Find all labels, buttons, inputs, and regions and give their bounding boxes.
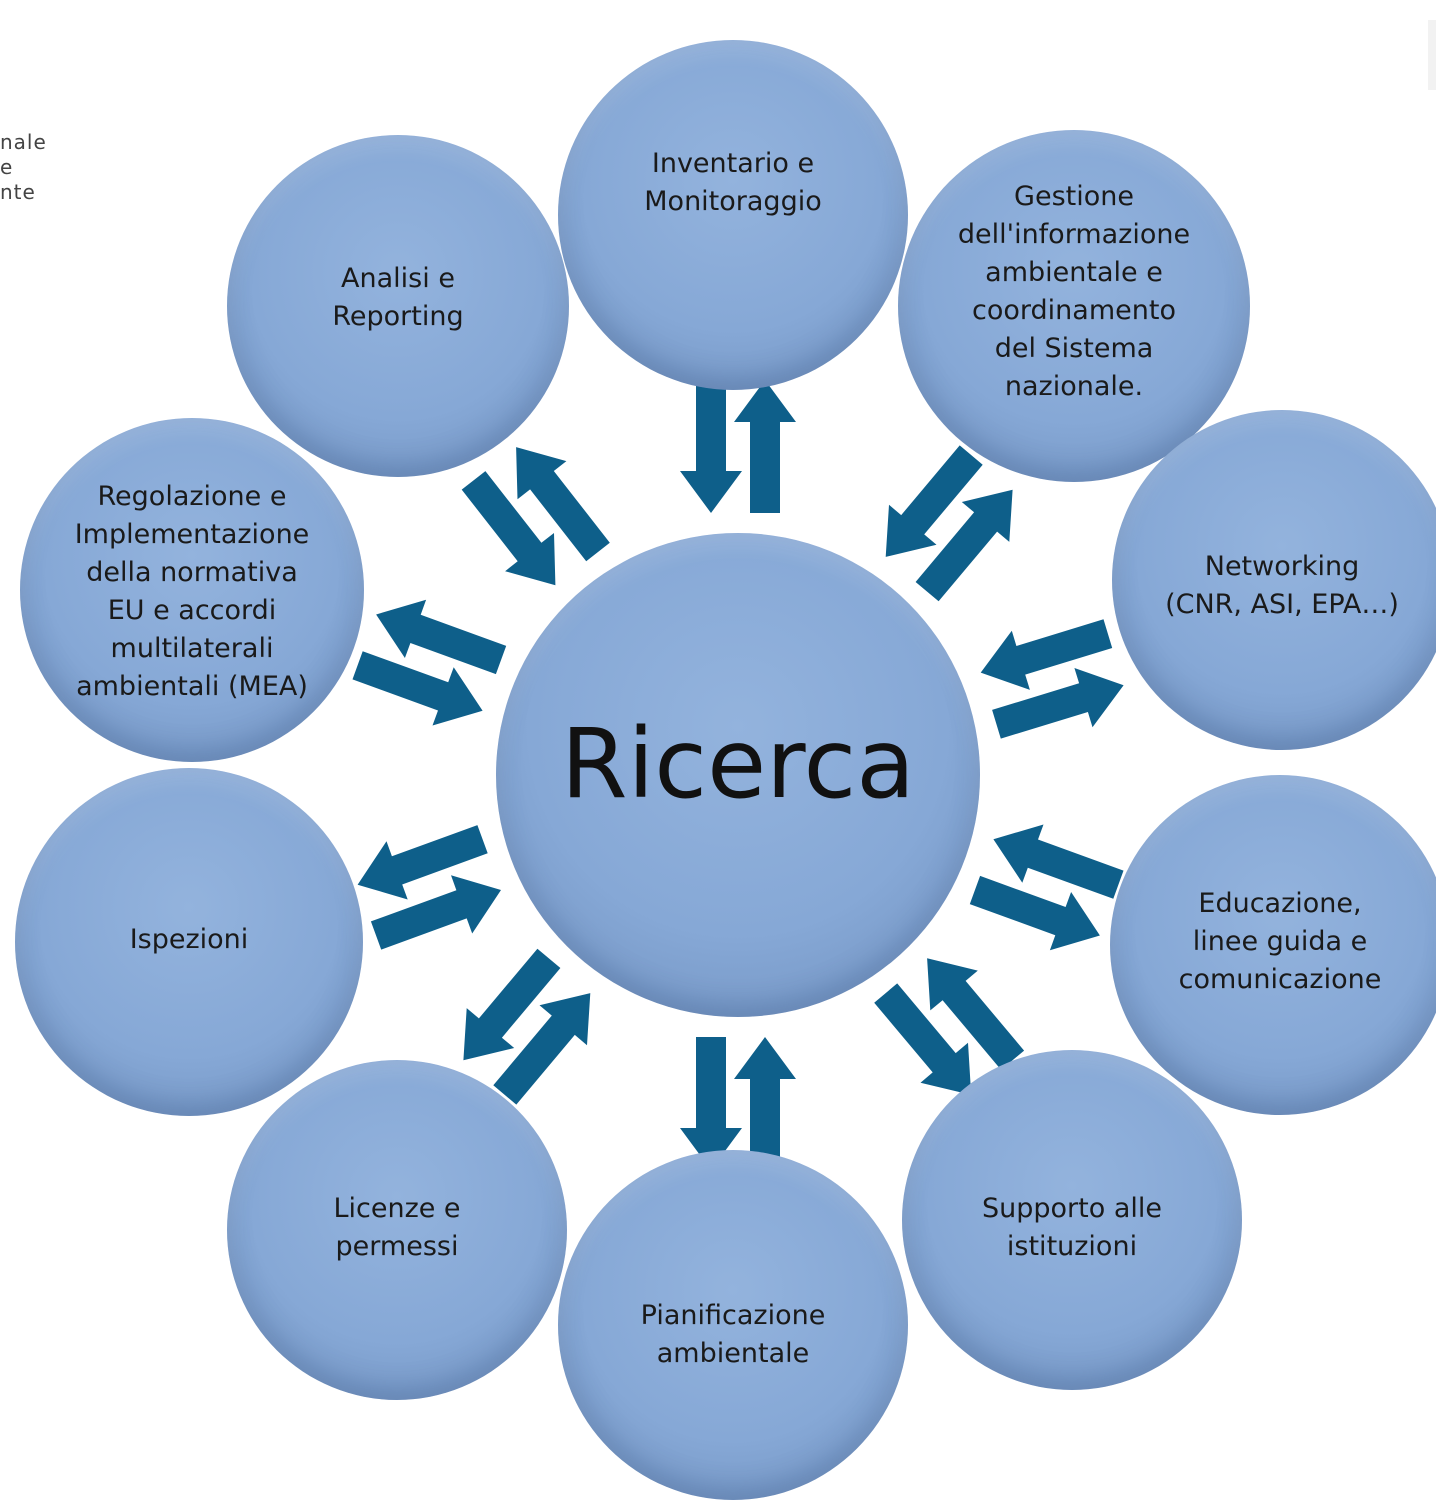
arrow-from-ispezioni bbox=[370, 875, 501, 950]
node-educazione bbox=[1110, 775, 1436, 1115]
node-licenze bbox=[227, 1060, 567, 1400]
node-label-networking: Networking (CNR, ASI, EPA…) bbox=[1165, 551, 1399, 620]
node-gestione bbox=[898, 130, 1250, 482]
arrow-to-inventario bbox=[734, 380, 796, 513]
node-label-licenze: Licenze e permessi bbox=[333, 1193, 461, 1262]
logo-text-line-3: nte bbox=[0, 180, 36, 204]
node-label-analisi: Analisi e Reporting bbox=[332, 263, 464, 332]
node-label-inventario: Inventario e Monitoraggio bbox=[644, 148, 822, 217]
node-regolazione bbox=[20, 418, 364, 762]
node-ispezioni bbox=[15, 768, 363, 1116]
arrow-to-licenze bbox=[463, 948, 561, 1061]
arrow-from-gestione bbox=[885, 445, 983, 557]
arrow-from-networking bbox=[980, 619, 1113, 690]
node-label-educazione: Educazione, linee guida e comunicazione bbox=[1178, 888, 1382, 995]
node-label-supporto: Supporto alle istituzioni bbox=[982, 1193, 1162, 1262]
node-label-ispezioni: Ispezioni bbox=[129, 924, 249, 955]
arrow-to-networking bbox=[992, 668, 1124, 739]
arrow-to-supporto bbox=[874, 983, 972, 1095]
arrow-from-pianificazione bbox=[734, 1037, 796, 1170]
logo-text-line-2: e bbox=[0, 155, 14, 179]
arrow-from-licenze bbox=[493, 993, 591, 1105]
node-networking bbox=[1112, 410, 1436, 750]
node-analisi bbox=[227, 135, 569, 477]
arrow-to-analisi bbox=[516, 447, 610, 562]
node-supporto bbox=[902, 1050, 1242, 1390]
center-node bbox=[496, 533, 980, 1017]
node-label-regolazione: Regolazione e Implementazione della norm… bbox=[74, 481, 310, 702]
arrow-to-pianificazione bbox=[680, 1037, 742, 1170]
center-label: Ricerca bbox=[560, 708, 916, 820]
arrow-to-gestione bbox=[915, 489, 1013, 602]
arrow-from-inventario bbox=[680, 380, 742, 513]
arrow-from-regolazione bbox=[352, 651, 483, 726]
arrow-from-analisi bbox=[461, 471, 556, 586]
node-label-pianificazione: Pianificazione ambientale bbox=[640, 1300, 826, 1369]
node-inventario bbox=[558, 40, 908, 390]
arrow-from-educazione bbox=[993, 824, 1124, 899]
node-label-gestione: Gestione dell'informazione ambientale e … bbox=[957, 181, 1191, 402]
logo-text-line-1: nale bbox=[0, 130, 47, 154]
arrow-to-ispezioni bbox=[357, 825, 488, 900]
node-pianificazione bbox=[558, 1150, 908, 1500]
edge-decoration bbox=[1428, 20, 1436, 90]
arrow-to-educazione bbox=[969, 875, 1100, 951]
arrow-to-regolazione bbox=[376, 599, 507, 675]
arrow-from-supporto bbox=[927, 958, 1025, 1070]
